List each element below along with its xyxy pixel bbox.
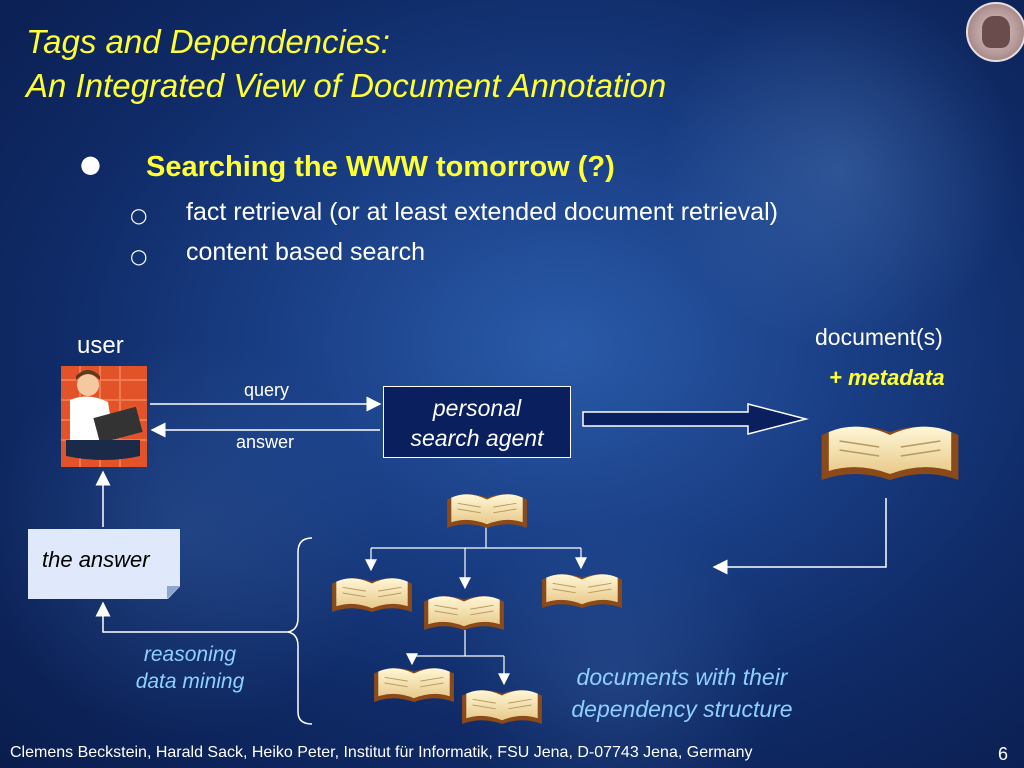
tree-book-middle-icon — [423, 595, 505, 631]
sub-bullet-marker-1: ○ — [130, 203, 148, 227]
user-picture — [61, 366, 147, 467]
answer-label: answer — [236, 432, 295, 452]
reasoning-arrow — [95, 601, 290, 633]
title-line-2: An Integrated View of Document Annotatio… — [26, 67, 667, 104]
documents-book-icon — [820, 425, 960, 481]
structure-brace — [287, 537, 313, 725]
seal-portrait — [982, 16, 1010, 48]
agent-label-line-2: search agent — [410, 425, 544, 451]
structure-line-1: documents with their — [576, 664, 788, 690]
agent-to-documents-arrow — [582, 403, 809, 435]
tree-book-lower-right-icon — [461, 689, 543, 725]
sub-bullet-marker-2: ○ — [130, 244, 148, 268]
metadata-label: + metadata — [829, 365, 945, 390]
reasoning-line-2: data mining — [135, 670, 245, 693]
dependency-tree-lines — [365, 526, 587, 686]
page-number: 6 — [998, 744, 1009, 764]
the-answer-card: the answer — [28, 529, 180, 599]
tree-book-left-icon — [331, 577, 413, 613]
main-bullet-marker: ● — [80, 150, 101, 178]
agent-label-line-1: personal — [432, 395, 522, 421]
documents-to-structure-arrow — [712, 498, 887, 575]
slide-title: Tags and Dependencies: An Integrated Vie… — [26, 20, 666, 108]
reasoning-line-1: reasoning — [143, 643, 237, 666]
user-label: user — [77, 332, 124, 359]
structure-line-2: dependency structure — [571, 696, 793, 722]
documents-label: document(s) — [815, 324, 943, 350]
sub-bullet-text-1: fact retrieval (or at least extended doc… — [186, 198, 778, 226]
sub-bullet-text-2: content based search — [186, 238, 426, 266]
footer-authors: Clemens Beckstein, Harald Sack, Heiko Pe… — [10, 744, 753, 761]
reasoning-label: reasoning data mining — [120, 641, 260, 695]
personal-search-agent-box: personal search agent — [383, 386, 571, 458]
university-seal-icon — [966, 2, 1024, 62]
query-label: query — [244, 380, 290, 400]
dependency-structure-label: documents with their dependency structur… — [548, 661, 816, 725]
main-bullet-text: Searching the WWW tomorrow (?) — [146, 151, 615, 183]
tree-book-right-icon — [541, 573, 623, 609]
title-line-1: Tags and Dependencies: — [26, 23, 390, 60]
tree-book-lower-left-icon — [373, 667, 455, 703]
tree-book-root-icon — [446, 493, 528, 529]
